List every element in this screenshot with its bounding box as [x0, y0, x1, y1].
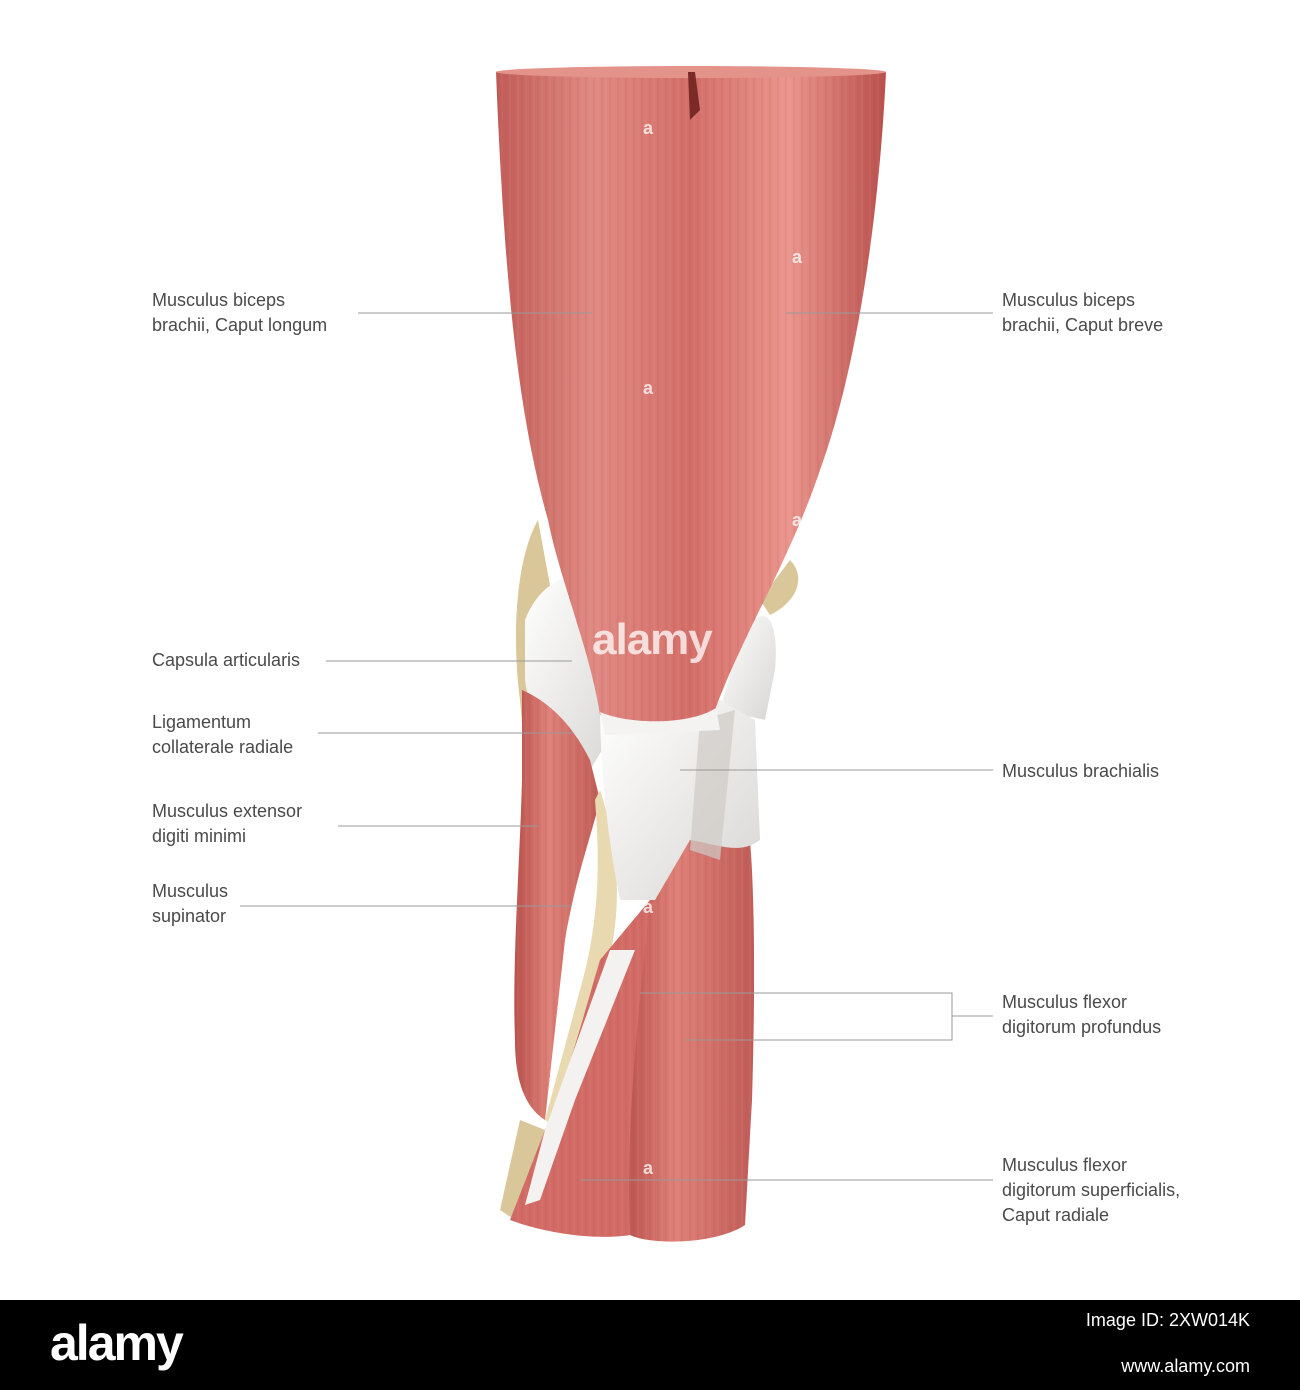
watermark-text: alamy — [592, 615, 713, 664]
image-id-text: Image ID: 2XW014K — [1085, 1310, 1250, 1330]
watermark-glyph: a — [642, 897, 653, 917]
label-brachialis: Musculus brachialis — [1002, 761, 1160, 781]
leader-lines — [240, 312, 993, 1181]
radius-lower-bone — [500, 1120, 545, 1220]
watermark-glyph: a — [642, 118, 653, 138]
watermark-glyph: a — [791, 510, 802, 530]
biceps-split — [688, 72, 700, 120]
watermark-glyph: a — [791, 247, 802, 267]
arm-muscle-drawing — [240, 66, 993, 1242]
biceps-tendon-white — [600, 708, 720, 735]
supinator-band — [545, 790, 617, 1130]
brachialis-shadow — [690, 710, 735, 860]
ulna-bone — [760, 560, 799, 615]
label-capsula: Capsula articularis — [152, 650, 301, 670]
tendon-band — [525, 950, 635, 1205]
footer-url-link[interactable]: www.alamy.com — [1121, 1356, 1250, 1376]
footer-logo[interactable]: alamy — [50, 1315, 184, 1371]
footer-bar: alamy Image ID: 2XW014K www.alamy.com — [0, 1300, 1300, 1390]
watermark-glyph: a — [642, 1158, 653, 1178]
joint-right-shape — [720, 616, 776, 720]
watermark-glyph: a — [642, 378, 653, 398]
